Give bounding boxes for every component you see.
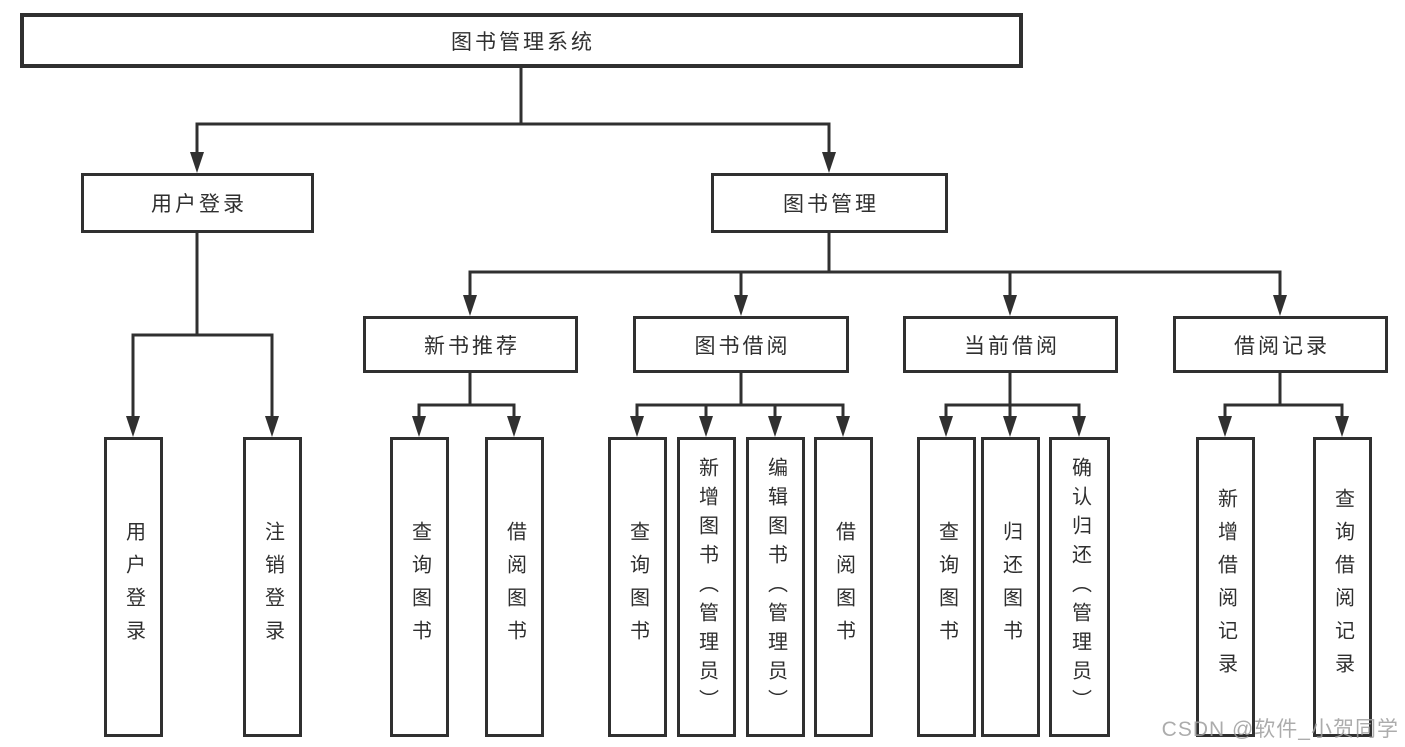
- leaf-recommend-borrow-books: 借阅图书: [485, 437, 544, 737]
- leaf-recommend-query-books-label: 查询图书: [408, 521, 431, 653]
- arrowhead-down-icon: [507, 416, 521, 437]
- arrowhead-down-icon: [412, 416, 426, 437]
- leaf-confirm-return-admin: 确认归还（管理员）: [1049, 437, 1110, 737]
- arrowhead-down-icon: [734, 295, 748, 316]
- arrowhead-down-icon: [1003, 416, 1017, 437]
- arrowhead-down-icon: [1273, 295, 1287, 316]
- node-user-login: 用户登录: [81, 173, 314, 233]
- arrowhead-down-icon: [1072, 416, 1086, 437]
- node-book-management-label: 图书管理: [783, 193, 879, 216]
- leaf-return-books: 归还图书: [981, 437, 1040, 737]
- arrowhead-down-icon: [822, 152, 836, 173]
- leaf-borrowing-query-books: 查询图书: [608, 437, 667, 737]
- leaf-borrowing-borrow-books: 借阅图书: [814, 437, 873, 737]
- leaf-user-login-label: 用户登录: [122, 521, 145, 653]
- leaf-borrowing-borrow-books-label: 借阅图书: [832, 521, 855, 653]
- node-current-borrowing: 当前借阅: [903, 316, 1118, 373]
- leaf-borrowing-query-books-label: 查询图书: [626, 521, 649, 653]
- leaf-current-query-books: 查询图书: [917, 437, 976, 737]
- leaf-confirm-return-admin-label: 确认归还（管理员）: [1068, 456, 1091, 718]
- node-root-label: 图书管理系统: [451, 30, 595, 54]
- arrowhead-down-icon: [265, 416, 279, 437]
- node-book-borrowing: 图书借阅: [633, 316, 849, 373]
- leaf-current-query-books-label: 查询图书: [935, 521, 958, 653]
- arrowhead-down-icon: [768, 416, 782, 437]
- leaf-add-book-admin: 新增图书（管理员）: [677, 437, 736, 737]
- leaf-query-borrow-record: 查询借阅记录: [1313, 437, 1372, 737]
- leaf-add-borrow-record-label: 新增借阅记录: [1214, 488, 1237, 686]
- leaf-edit-book-admin: 编辑图书（管理员）: [746, 437, 805, 737]
- leaf-recommend-query-books: 查询图书: [390, 437, 449, 737]
- arrowhead-down-icon: [463, 295, 477, 316]
- leaf-logout-label: 注销登录: [261, 521, 284, 653]
- arrowhead-down-icon: [939, 416, 953, 437]
- node-root: 图书管理系统: [20, 13, 1023, 68]
- arrowhead-down-icon: [1003, 295, 1017, 316]
- node-borrowing-records-label: 借阅记录: [1234, 334, 1330, 358]
- node-book-borrowing-label: 图书借阅: [694, 334, 791, 358]
- leaf-recommend-borrow-books-label: 借阅图书: [503, 521, 526, 653]
- arrowhead-down-icon: [699, 416, 713, 437]
- node-user-login-label: 用户登录: [151, 193, 247, 216]
- arrowhead-down-icon: [1335, 416, 1349, 437]
- leaf-return-books-label: 归还图书: [999, 521, 1022, 653]
- leaf-user-login: 用户登录: [104, 437, 163, 737]
- arrowhead-down-icon: [126, 416, 140, 437]
- leaf-logout: 注销登录: [243, 437, 302, 737]
- arrowhead-down-icon: [630, 416, 644, 437]
- leaf-add-borrow-record: 新增借阅记录: [1196, 437, 1255, 737]
- arrowhead-down-icon: [1218, 416, 1232, 437]
- arrowhead-down-icon: [836, 416, 850, 437]
- watermark-text: CSDN @软件_小贺同学: [1161, 718, 1399, 741]
- leaf-query-borrow-record-label: 查询借阅记录: [1331, 488, 1354, 686]
- node-new-book-recommend: 新书推荐: [363, 316, 578, 373]
- leaf-edit-book-admin-label: 编辑图书（管理员）: [764, 456, 787, 718]
- node-current-borrowing-label: 当前借阅: [964, 334, 1060, 358]
- node-new-book-recommend-label: 新书推荐: [424, 334, 520, 358]
- node-borrowing-records: 借阅记录: [1173, 316, 1388, 373]
- leaf-add-book-admin-label: 新增图书（管理员）: [695, 456, 718, 718]
- node-book-management: 图书管理: [711, 173, 948, 233]
- arrowhead-down-icon: [190, 152, 204, 173]
